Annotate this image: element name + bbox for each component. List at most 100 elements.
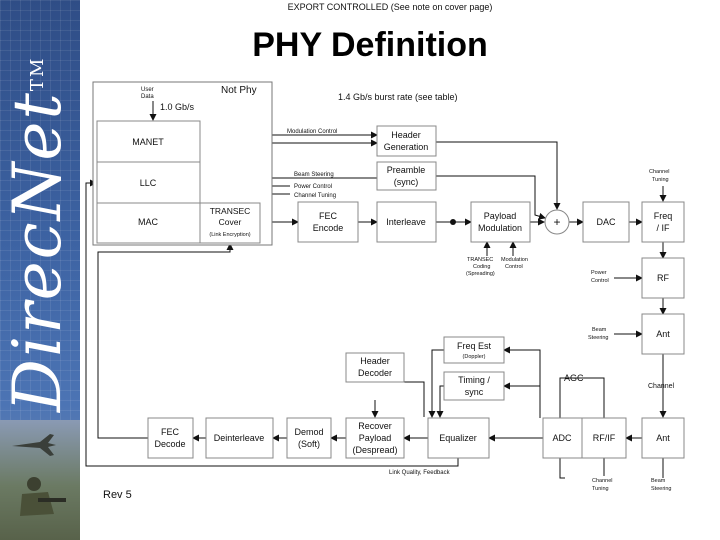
rf-if-block: [581, 417, 627, 459]
header-gen-1-label: Generation: [384, 142, 429, 152]
tx-blocks-interleave-label: Interleave: [386, 217, 426, 227]
timing-sync-1-label: sync: [465, 387, 484, 397]
rx-blocks-ant-label: Ant: [656, 433, 670, 443]
jet-icon: [12, 434, 56, 456]
freq-est-block: [443, 336, 505, 364]
payload-modulation-block: [470, 201, 531, 243]
rx-ant-block: [641, 417, 685, 459]
soldier-icon: [20, 477, 66, 516]
demod-1-label: (Soft): [298, 439, 320, 449]
fec-decode-1-label: Decode: [154, 439, 185, 449]
tx-blocks-sum-label: +: [553, 215, 560, 229]
control-labels-modulation-control-label: Modulation Control: [287, 129, 337, 135]
page-title: PHY Definition: [252, 26, 488, 64]
control-labels: Modulation Control Beam Steering Power C…: [287, 129, 675, 492]
deinterleave-block: [205, 417, 274, 459]
payload-mod-1-label: Modulation: [478, 223, 522, 233]
demod-block: [286, 417, 332, 459]
tx-blocks-dac-label: DAC: [596, 217, 616, 227]
user-data-label-1: User: [141, 87, 154, 93]
transec-modulation-2-label: (Spreading): [466, 271, 495, 277]
adc-block: [542, 417, 583, 459]
recover-payload-block: [345, 417, 405, 459]
recover-payload-2-label: (Despread): [352, 445, 397, 455]
junction-dot: [450, 219, 456, 225]
control-labels-channel-tuning-label: Channel Tuning: [294, 193, 336, 199]
transec-sub: (Link Encryption): [209, 232, 250, 238]
control-labels-power-control-label: Power Control: [294, 184, 332, 190]
rx-chain: Header Decoder Freq Est (Doppler) Timing…: [147, 336, 685, 459]
beam-steering-rx-0-label: Beam: [651, 478, 666, 484]
channel-tuning-rx-0-label: Channel: [592, 478, 613, 484]
rx-blocks-rf-if-label: RF/IF: [593, 433, 616, 443]
demod-0-label: Demod: [294, 427, 323, 437]
rx-blocks-freq-est-sub-label: (Doppler): [463, 354, 486, 360]
dac-block: [582, 201, 630, 243]
military-photo: [0, 420, 80, 540]
header-generation-block: [376, 125, 437, 157]
control-labels-channel-label: Channel: [648, 383, 675, 390]
channel-tuning-rx-1-label: Tuning: [592, 486, 609, 492]
channel-tuning-tx-1-label: Tuning: [652, 177, 669, 183]
rx-blocks-freq-est-label: Freq Est: [457, 341, 492, 351]
beam-steering-ant-0-label: Beam: [592, 327, 607, 333]
rf-block: [641, 257, 685, 299]
mac-block: MAC: [138, 217, 159, 227]
transec-modulation-0-label: TRANSEC: [467, 257, 493, 263]
tx-blocks-ant-label: Ant: [656, 329, 670, 339]
recover-payload-0-label: Recover: [358, 421, 392, 431]
fec-decode-0-label: FEC: [161, 427, 180, 437]
rx-blocks-adc-label: ADC: [552, 433, 572, 443]
fec-encode-0-label: FEC: [319, 211, 338, 221]
manet-block: MANET: [132, 137, 164, 147]
fec-encode-block: [297, 201, 359, 243]
tx-chain: Header Generation Preamble (sync) FEC En…: [297, 125, 685, 355]
fec-decode-block: [147, 417, 194, 459]
export-notice: EXPORT CONTROLLED (See note on cover pag…: [287, 2, 493, 12]
equalizer-block: [427, 417, 490, 459]
burst-rate-label: 1.4 Gb/s burst rate (see table): [338, 92, 458, 102]
brand-sidebar: DirecNetTM: [0, 0, 80, 540]
modulation-control-short-1-label: Control: [505, 264, 523, 270]
summing-junction: [544, 209, 570, 235]
preamble-1-label: (sync): [394, 177, 419, 187]
not-phy-container: Not Phy User Data 1.0 Gb/s MANET LLC MAC…: [92, 81, 273, 246]
control-labels-link-quality-label: Link Quality, Feedback: [389, 470, 451, 476]
timing-sync-0-label: Timing /: [458, 375, 490, 385]
data-rate-label: 1.0 Gb/s: [160, 102, 195, 112]
revision-label: Rev 5: [103, 489, 132, 501]
preamble-block: [376, 161, 437, 191]
freq-if-block: [641, 201, 685, 243]
beam-steering-rx-1-label: Steering: [651, 486, 672, 492]
channel-tuning-tx-0-label: Channel: [649, 169, 670, 175]
beam-steering-ant-1-label: Steering: [588, 335, 609, 341]
header-decoder-1-label: Decoder: [358, 368, 392, 378]
transec-block-line2: Cover: [219, 217, 242, 227]
rx-blocks-equalizer-label: Equalizer: [439, 433, 477, 443]
transec-modulation-1-label: Coding: [473, 264, 490, 270]
power-control-rf-0-label: Power: [591, 270, 607, 276]
control-labels-beam-steering-label: Beam Steering: [294, 172, 334, 178]
header-decoder-block: [345, 352, 405, 383]
freq-if-0-label: Freq: [654, 211, 673, 221]
payload-mod-0-label: Payload: [484, 211, 517, 221]
not-phy-label: Not Phy: [221, 85, 257, 96]
timing-sync-block: [443, 371, 505, 401]
tx-blocks-rf-label: RF: [657, 273, 669, 283]
rx-blocks-deinterleave-label: Deinterleave: [214, 433, 265, 443]
transec-block-line1: TRANSEC: [210, 206, 251, 216]
recover-payload-1-label: Payload: [359, 433, 392, 443]
modulation-control-short-0-label: Modulation: [501, 257, 528, 263]
header-decoder-0-label: Header: [360, 356, 390, 366]
agc-label: AGC: [564, 373, 584, 383]
user-data-label-2: Data: [141, 94, 154, 100]
interleave-block: [376, 201, 437, 243]
llc-block: LLC: [140, 178, 157, 188]
freq-if-1-label: / IF: [657, 223, 671, 233]
preamble-0-label: Preamble: [387, 165, 426, 175]
fec-encode-1-label: Encode: [313, 223, 344, 233]
header-gen-0-label: Header: [391, 130, 421, 140]
tx-ant-block: [641, 313, 685, 355]
